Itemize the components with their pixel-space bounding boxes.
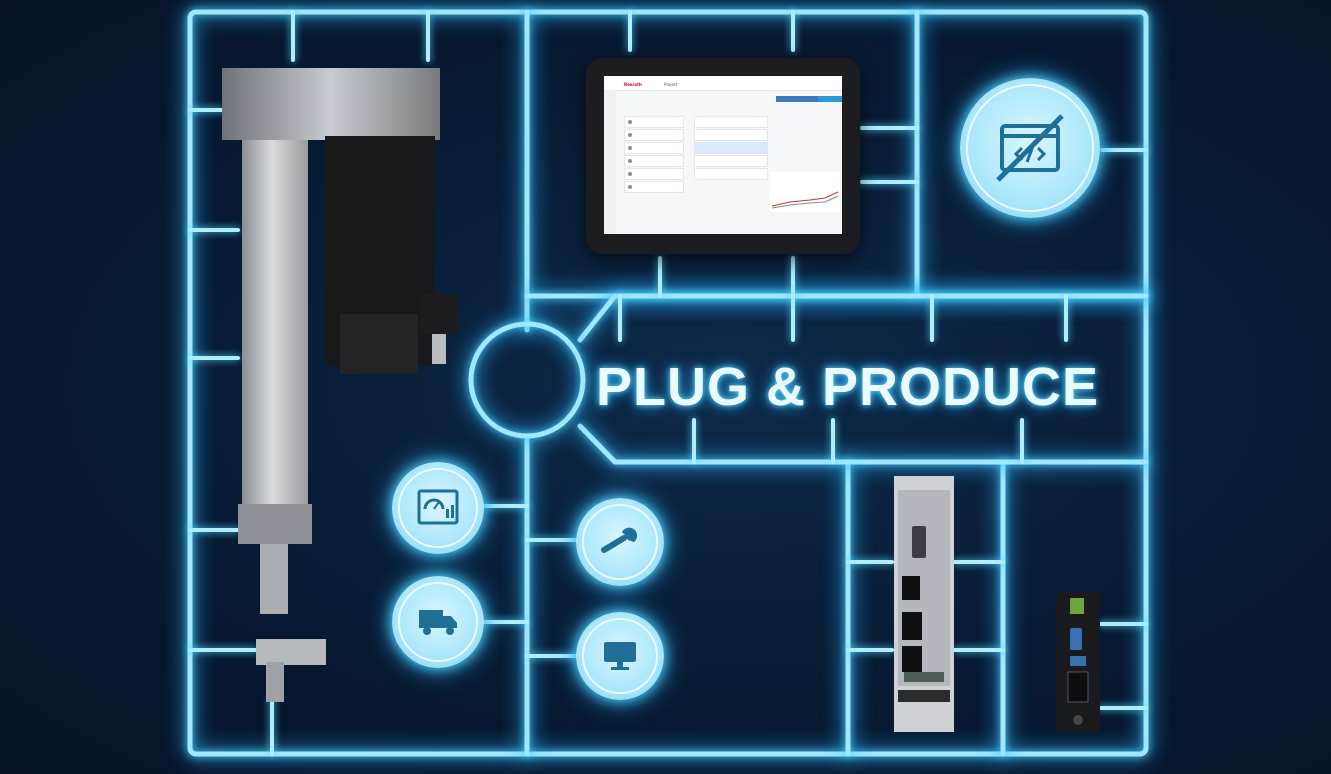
list-item[interactable] [624, 155, 684, 167]
no-code-icon [960, 78, 1100, 218]
app-button-3[interactable] [818, 96, 842, 102]
list-item[interactable] [694, 155, 768, 167]
linear-actuator-image [222, 68, 458, 702]
list-item[interactable] [694, 129, 768, 141]
tablet-device: Rexroth Project [586, 58, 860, 254]
list-item[interactable] [624, 116, 684, 128]
list-item[interactable] [694, 142, 768, 154]
list-item[interactable] [624, 129, 684, 141]
app-brand: Rexroth [624, 82, 642, 87]
dashboard-icon [392, 462, 484, 554]
list-item[interactable] [624, 181, 684, 193]
gateway-module-image [1056, 592, 1100, 732]
tablet-screen: Rexroth Project [604, 76, 842, 234]
list-item[interactable] [694, 168, 768, 180]
servo-drive-image [894, 476, 954, 732]
wrench-icon [576, 498, 664, 586]
app-title: Project [664, 82, 678, 87]
monitor-icon [576, 612, 664, 700]
plug-and-produce-headline: PLUG & PRODUCE [596, 357, 1100, 417]
app-button-2[interactable] [798, 96, 818, 102]
list-item[interactable] [624, 142, 684, 154]
app-button-1[interactable] [776, 96, 798, 102]
list-item[interactable] [624, 168, 684, 180]
delivery-truck-icon [392, 576, 484, 668]
list-item[interactable] [694, 116, 768, 128]
app-line-graph [770, 172, 840, 212]
